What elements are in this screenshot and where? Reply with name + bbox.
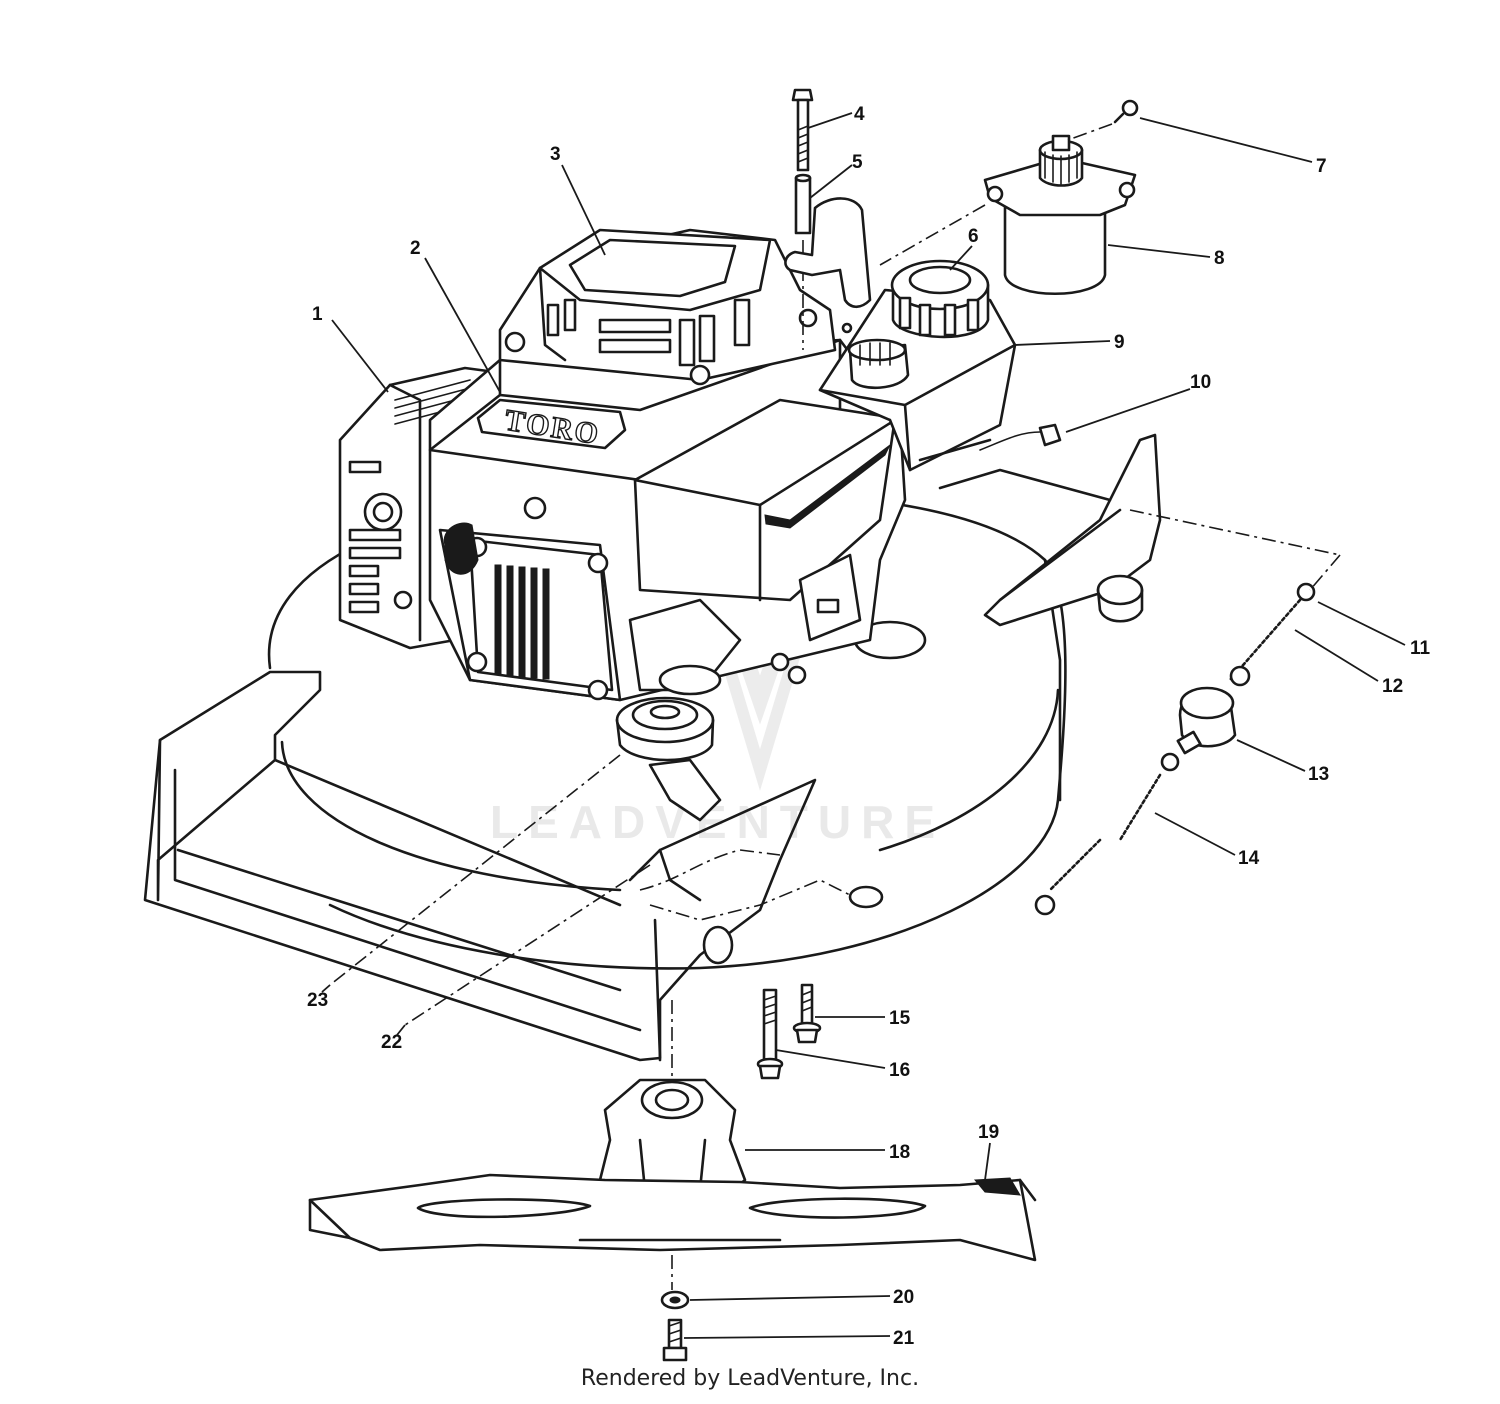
callout-15: 15: [889, 1008, 911, 1029]
callout-4: 4: [854, 104, 865, 125]
callout-10: 10: [1190, 372, 1211, 393]
washer-and-blade-bolt: [660, 1290, 690, 1362]
callout-18: 18: [889, 1142, 910, 1163]
callout-19: 19: [978, 1122, 999, 1143]
engine: TORO: [338, 228, 907, 702]
callout-13: 13: [1308, 764, 1329, 785]
wheel-height-spring: [1034, 509, 1341, 916]
callout-9: 9: [1114, 332, 1125, 353]
callout-22: 22: [381, 1032, 402, 1053]
callout-11: 11: [1410, 638, 1431, 659]
callout-6: 6: [968, 226, 979, 247]
air-cleaner-grille: [546, 298, 751, 367]
callout-3: 3: [550, 144, 561, 165]
clip: [979, 423, 1062, 451]
render-credit: Rendered by LeadVenture, Inc.: [580, 1366, 920, 1391]
callout-14: 14: [1238, 848, 1260, 869]
mounting-bolts: [756, 983, 822, 1080]
muffler-fins: [494, 564, 550, 680]
callout-labels: 1 2 3 4 5 6 7 8 9 10 11 12 13 14 15 16 1…: [307, 104, 1431, 1349]
leader-lines: [321, 112, 1406, 1339]
callout-23: 23: [307, 990, 328, 1011]
callout-2: 2: [410, 238, 421, 259]
fuel-tank: [818, 259, 1017, 472]
callout-21: 21: [893, 1328, 915, 1349]
callout-7: 7: [1316, 156, 1327, 177]
callout-5: 5: [852, 152, 863, 173]
callout-1: 1: [312, 304, 323, 325]
callout-16: 16: [889, 1060, 910, 1081]
callout-20: 20: [893, 1287, 914, 1308]
drive-pulley: [615, 696, 722, 822]
mower-blade: [308, 1173, 1037, 1290]
starter-motor: [879, 99, 1139, 296]
callout-8: 8: [1214, 248, 1225, 269]
bolt-and-spacer: [791, 88, 814, 350]
blade-adapter: [598, 1000, 747, 1202]
fill-tube-handle: [784, 197, 872, 334]
callout-12: 12: [1382, 676, 1403, 697]
